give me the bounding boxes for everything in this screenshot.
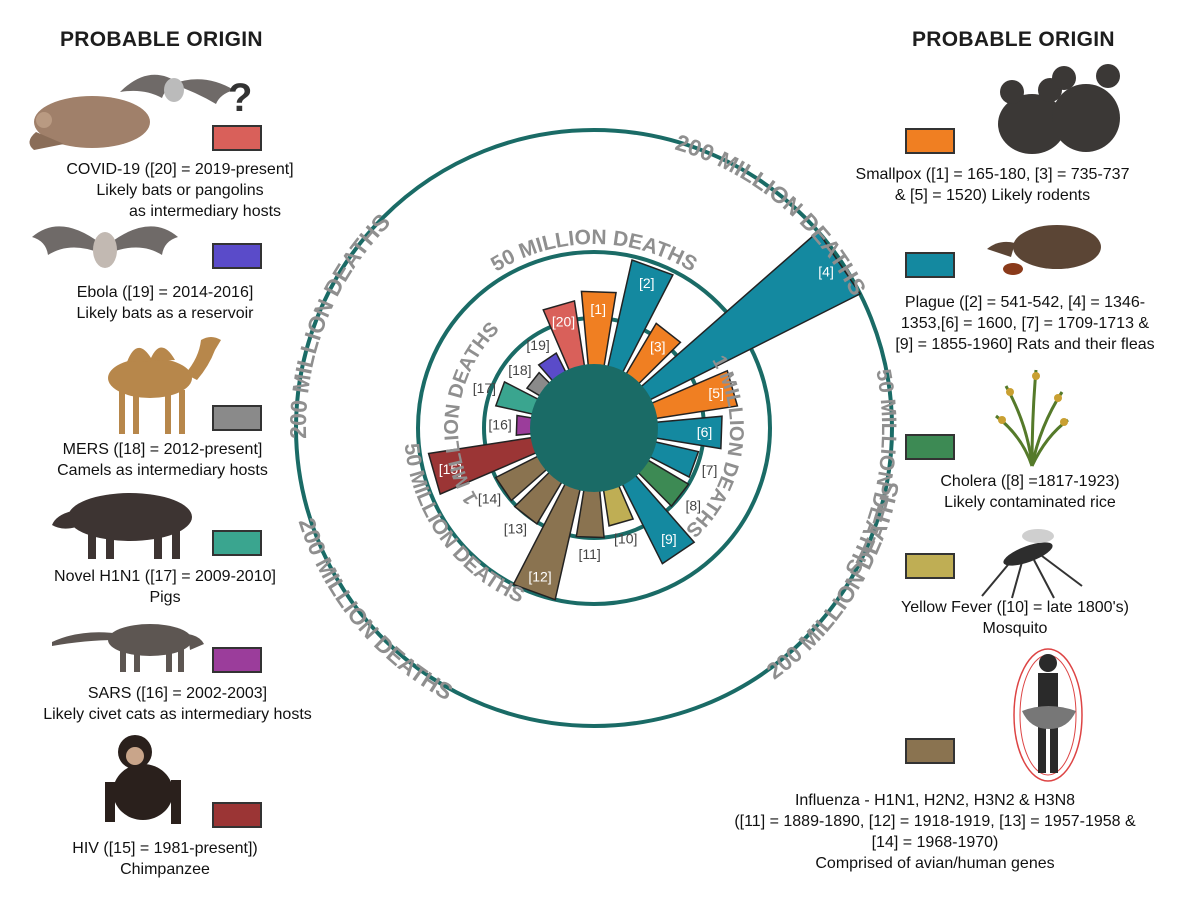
rice-icon bbox=[995, 369, 1069, 467]
bar-label-2: [2] bbox=[639, 275, 655, 291]
caption-line: Mosquito bbox=[982, 620, 1048, 637]
bar-label-14: [14] bbox=[478, 491, 501, 507]
legend-caption-sars: SARS ([16] = 2002-2003] Likely civet cat… bbox=[15, 683, 340, 725]
caption-line: Cholera ([8] =1817-1923) bbox=[940, 473, 1120, 490]
bar-label-10: [10] bbox=[614, 531, 637, 547]
bar-label-1: [1] bbox=[590, 301, 606, 317]
legend-swatch-covid bbox=[212, 125, 262, 151]
caption-line: Influenza - H1N1, H2N2, H3N2 & H3N8 bbox=[794, 792, 1076, 809]
legend-swatch-cholera bbox=[905, 434, 955, 460]
bar-label-4: [4] bbox=[818, 263, 834, 279]
caption-line: MERS ([18] = 2012-present] bbox=[62, 441, 263, 458]
mosquito-icon bbox=[981, 529, 1083, 599]
bar-label-13: [13] bbox=[504, 521, 527, 537]
caption-line: COVID-19 ([20] = 2019-present] bbox=[66, 161, 294, 178]
legend-caption-covid: COVID-19 ([20] = 2019-present] Likely ba… bbox=[20, 159, 340, 222]
bar-label-3: [3] bbox=[650, 338, 666, 354]
caption-line: as intermediary hosts bbox=[128, 203, 282, 220]
bar-label-11: [11] bbox=[578, 546, 600, 562]
legend-caption-influenza: Influenza - H1N1, H2N2, H3N2 & H3N8 ([11… bbox=[700, 790, 1170, 874]
ring-label-1m-top: 1 MILLION DEATHS bbox=[441, 318, 504, 508]
legend-swatch-plague bbox=[905, 252, 955, 278]
legend-caption-cholera: Cholera ([8] =1817-1923) Likely contamin… bbox=[900, 471, 1160, 513]
caption-line: HIV ([15] = 1981-present]) bbox=[72, 840, 258, 857]
bar-label-9: [9] bbox=[661, 531, 677, 547]
ring-2 bbox=[294, 128, 894, 728]
ring-label-200m-bottom: 200 MILLION DEATHS bbox=[294, 515, 458, 706]
caption-line: Camels as intermediary hosts bbox=[57, 462, 268, 479]
caption-line: ([11] = 1889-1890, [12] = 1918-1919, [13… bbox=[734, 813, 1136, 830]
ring-1 bbox=[416, 250, 772, 606]
bar-label-16: [16] bbox=[488, 417, 511, 433]
bat-icon bbox=[32, 226, 178, 268]
caption-line: Likely bats as a reservoir bbox=[76, 305, 254, 322]
legend-caption-smallpox: Smallpox ([1] = 165-180, [3] = 735-737 &… bbox=[825, 164, 1160, 206]
bar-label-17: [17] bbox=[473, 380, 496, 396]
legend-swatch-influenza bbox=[905, 738, 955, 764]
center-hub bbox=[530, 364, 658, 492]
pig-icon bbox=[52, 493, 192, 559]
legend-swatch-yellow-fever bbox=[905, 553, 955, 579]
rodents-icon bbox=[998, 64, 1120, 154]
bar-label-18: [18] bbox=[508, 362, 531, 378]
human-figure-icon bbox=[1013, 648, 1083, 782]
camel-icon bbox=[108, 337, 221, 434]
caption-line: Comprised of avian/human genes bbox=[815, 855, 1055, 872]
legend-caption-h1n1: Novel H1N1 ([17] = 2009-2010] Pigs bbox=[20, 566, 310, 608]
bar-label-20: [20] bbox=[552, 314, 575, 330]
caption-line: Yellow Fever ([10] = late 1800's) bbox=[901, 599, 1129, 616]
legend-caption-mers: MERS ([18] = 2012-present] Camels as int… bbox=[20, 439, 305, 481]
caption-line: [9] = 1855-1960] Rats and their fleas bbox=[895, 336, 1155, 353]
left-heading: PROBABLE ORIGIN bbox=[60, 28, 263, 51]
legend-swatch-sars bbox=[212, 647, 262, 673]
legend-swatch-h1n1 bbox=[212, 530, 262, 556]
bar-label-12: [12] bbox=[528, 569, 551, 585]
bar-label-7: [7] bbox=[702, 462, 718, 478]
pangolin-and-bat-icon bbox=[29, 74, 234, 150]
chimpanzee-icon bbox=[105, 735, 181, 824]
legend-caption-hiv: HIV ([15] = 1981-present]) Chimpanzee bbox=[20, 838, 310, 880]
caption-line: SARS ([16] = 2002-2003] bbox=[87, 685, 268, 702]
bar-label-15: [15] bbox=[439, 461, 462, 477]
caption-line: Chimpanzee bbox=[120, 861, 210, 878]
ring-label-200m-right: 200 MILLION DEATHS bbox=[762, 479, 904, 684]
caption-line: Pigs bbox=[149, 589, 181, 606]
bar-label-19: [19] bbox=[526, 337, 549, 353]
caption-line: [14] = 1968-1970) bbox=[871, 834, 999, 851]
bar-label-5: [5] bbox=[708, 385, 724, 401]
legend-swatch-hiv bbox=[212, 802, 262, 828]
legend-swatch-ebola bbox=[212, 243, 262, 269]
legend-caption-yellow-fever: Yellow Fever ([10] = late 1800's) Mosqui… bbox=[880, 597, 1150, 639]
caption-line: Novel H1N1 ([17] = 2009-2010] bbox=[54, 568, 276, 585]
question-mark-icon: ? bbox=[228, 76, 253, 120]
caption-line: Ebola ([19] = 2014-2016] bbox=[76, 284, 254, 301]
legend-caption-plague: Plague ([2] = 541-542, [4] = 1346- 1353,… bbox=[870, 292, 1180, 355]
caption-line: Smallpox ([1] = 165-180, [3] = 735-737 bbox=[855, 166, 1130, 183]
legend-swatch-mers bbox=[212, 405, 262, 431]
caption-line: Likely contaminated rice bbox=[944, 494, 1116, 511]
right-heading: PROBABLE ORIGIN bbox=[912, 28, 1115, 51]
legend-swatch-smallpox bbox=[905, 128, 955, 154]
rat-and-flea-icon bbox=[987, 225, 1101, 275]
civet-icon bbox=[52, 624, 204, 672]
caption-line: Likely civet cats as intermediary hosts bbox=[43, 706, 312, 723]
bar-label-6: [6] bbox=[697, 424, 713, 440]
bar-label-8: [8] bbox=[686, 498, 702, 514]
caption-line: Likely bats or pangolins bbox=[96, 182, 264, 199]
caption-line: & [5] = 1520) Likely rodents bbox=[894, 187, 1091, 204]
caption-line: Plague ([2] = 541-542, [4] = 1346- bbox=[904, 294, 1146, 311]
caption-line: 1353,[6] = 1600, [7] = 1709-1713 & bbox=[900, 315, 1150, 332]
legend-caption-ebola: Ebola ([19] = 2014-2016] Likely bats as … bbox=[20, 282, 310, 324]
